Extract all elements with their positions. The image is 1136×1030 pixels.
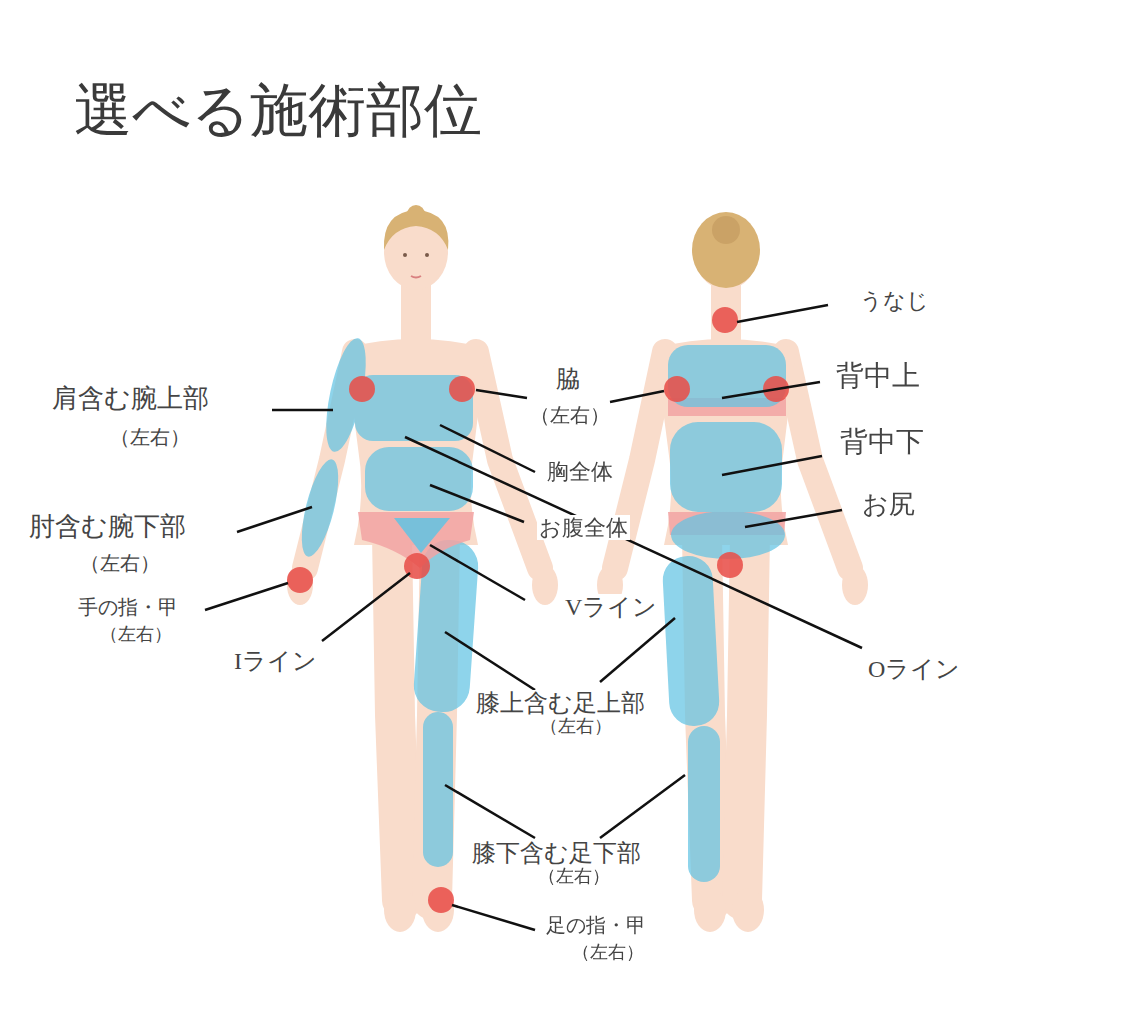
part-label: （左右） bbox=[78, 552, 162, 575]
part-label: Vライン bbox=[563, 594, 659, 622]
part-label: お尻 bbox=[860, 490, 917, 520]
part-label: 脇 bbox=[554, 366, 582, 394]
part-label: （左右） bbox=[98, 624, 174, 645]
part-label: 肘含む腕下部 bbox=[27, 512, 188, 542]
part-label: 肩含む腕上部 bbox=[50, 384, 211, 414]
part-label: （左右） bbox=[536, 866, 612, 887]
part-label: うなじ bbox=[858, 288, 931, 313]
leader-lines bbox=[205, 305, 862, 930]
part-label: 手の指・甲 bbox=[76, 596, 180, 619]
part-label: Oライン bbox=[866, 656, 962, 684]
part-label: 膝下含む足下部 bbox=[470, 840, 643, 868]
part-label: 背中下 bbox=[838, 426, 926, 458]
part-label: 背中上 bbox=[834, 360, 922, 392]
part-label: Iライン bbox=[232, 648, 319, 676]
part-label: （左右） bbox=[528, 404, 612, 427]
part-label: （左右） bbox=[538, 716, 614, 737]
part-label: 膝上含む足上部 bbox=[474, 690, 647, 718]
part-label: （左右） bbox=[108, 426, 192, 449]
part-label: 足の指・甲 bbox=[544, 914, 648, 937]
page-title: 選べる施術部位 bbox=[72, 78, 484, 145]
part-label: （左右） bbox=[570, 942, 646, 963]
part-label: 胸全体 bbox=[545, 459, 615, 484]
part-label: お腹全体 bbox=[537, 515, 630, 540]
